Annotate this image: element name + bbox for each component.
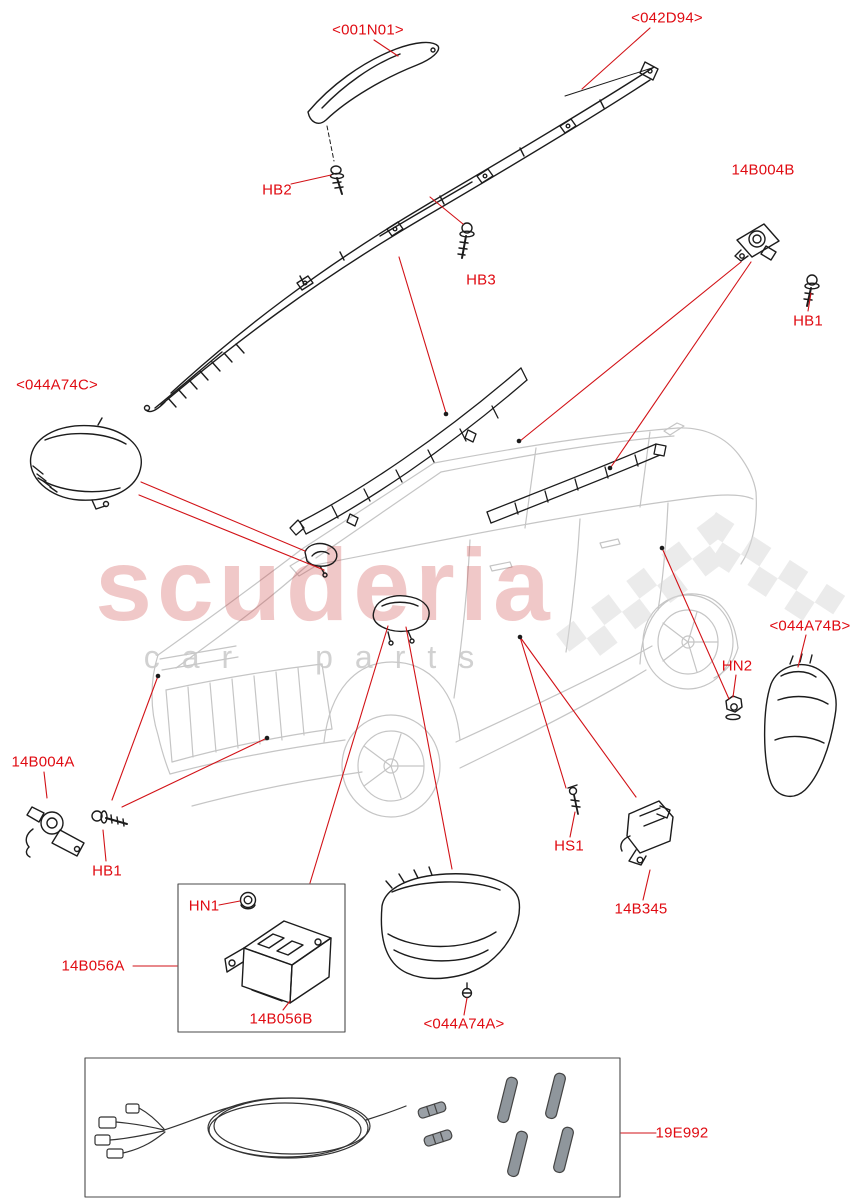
nut-hn2 — [725, 695, 743, 721]
part-label-hb2: HB2 — [262, 181, 292, 199]
part-label-14B004A: 14B004A — [11, 753, 75, 771]
airbag-044A74A — [380, 866, 521, 999]
attachment-dots — [155, 411, 665, 741]
nut-hn1 — [239, 891, 257, 910]
part-label-hn2: HN2 — [721, 657, 753, 675]
part-label-044A74B: <044A74B> — [769, 617, 851, 635]
part-label-14B056B: 14B056B — [249, 1010, 313, 1028]
screw-hs1 — [567, 784, 581, 815]
part-label-hn1: HN1 — [188, 897, 220, 915]
bolt-hb2 — [329, 165, 345, 195]
bolt-hb1-top — [803, 274, 820, 307]
part-label-19E992: 19E992 — [655, 1124, 709, 1142]
center-airbag-part — [372, 595, 430, 646]
watermark: scuderia car parts — [95, 512, 846, 675]
roof-trim-piece — [307, 41, 440, 162]
module-kit-box — [177, 883, 346, 1033]
curtain-left-rail — [289, 367, 528, 536]
sensor-14B004B — [734, 223, 780, 262]
part-label-hs1: HS1 — [554, 837, 584, 855]
wiring-kit-19E992 — [94, 1072, 574, 1178]
module-14B056B — [224, 920, 332, 1004]
sensor-14B345 — [620, 800, 674, 866]
watermark-tagline-text: car parts — [144, 639, 496, 675]
part-label-hb1-top: HB1 — [793, 312, 823, 330]
curtain-right-rail — [486, 443, 667, 524]
wiring-kit-box — [84, 1057, 621, 1198]
part-label-hb1-front: HB1 — [92, 862, 122, 880]
watermark-brand-text: scuderia — [95, 528, 555, 642]
airbag-044A74C — [29, 417, 142, 510]
bolt-hb3 — [457, 222, 475, 259]
airbag-044A74B — [763, 653, 837, 798]
dash-airbag-part — [304, 542, 338, 578]
bolt-hb1-front — [91, 810, 128, 827]
leader-lines — [43, 27, 812, 1134]
part-drawings — [25, 41, 837, 1198]
part-label-042D94: <042D94> — [631, 9, 703, 27]
sensor-14B004A — [25, 806, 85, 858]
part-label-14B056A: 14B056A — [61, 957, 125, 975]
part-label-14B004B: 14B004B — [731, 161, 795, 179]
part-label-hb3: HB3 — [466, 271, 496, 289]
part-label-001N01: <001N01> — [332, 21, 404, 39]
checkered-flag-ribbon — [556, 512, 846, 656]
part-label-044A74A: <044A74A> — [423, 1015, 505, 1033]
part-label-044A74C: <044A74C> — [16, 376, 98, 394]
curtain-airbag-assembly — [143, 61, 659, 413]
part-label-14B345: 14B345 — [614, 900, 668, 918]
